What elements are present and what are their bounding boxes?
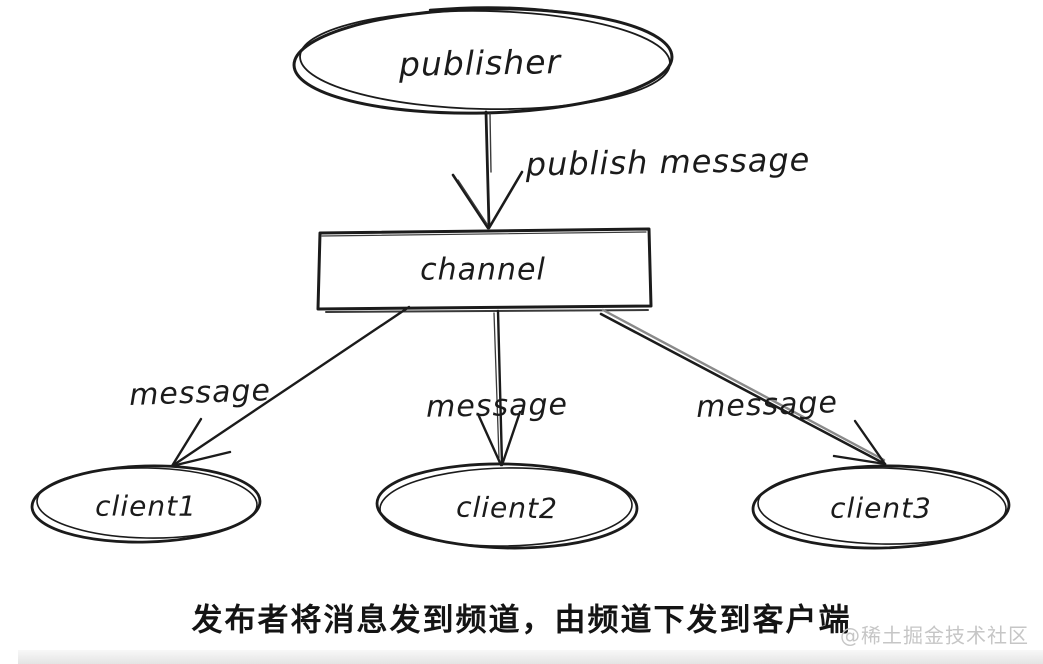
bottom-edge-bar [18,650,1043,664]
watermark-text: @稀土掘金技术社区 [840,623,1029,648]
message-arrow-right [599,308,887,466]
client3-node-label: client3 [830,491,932,525]
client1-node-shape [30,464,262,544]
client3-node-shape [751,464,1011,550]
publisher-node-shape [292,6,674,115]
channel-node-shape [316,227,653,313]
message-edge-label-right: message [695,385,839,425]
message-arrow-middle [476,309,522,467]
publish-message-edge-label: publish message [525,140,811,184]
diagram-caption: 发布者将消息发到频道，由频道下发到客户端 [191,602,852,639]
message-edge-label-left: message [128,373,272,413]
client1-node-label: client1 [95,489,197,523]
client2-node-shape [375,462,639,550]
message-arrow-left [170,305,411,468]
publisher-node-label: publisher [398,42,562,84]
message-edge-label-middle: message [425,387,569,425]
client2-node-label: client2 [455,490,559,526]
channel-node-label: channel [420,252,546,288]
publish-arrow [451,110,524,230]
